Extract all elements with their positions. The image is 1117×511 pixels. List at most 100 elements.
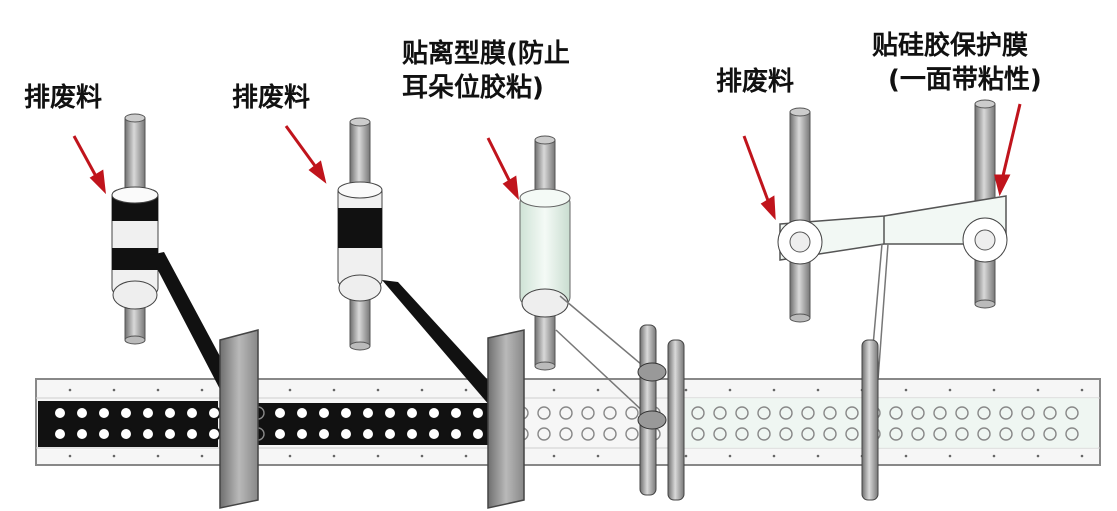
strip-hole xyxy=(53,406,67,420)
strip-hole xyxy=(471,427,485,441)
strip-hole xyxy=(1065,406,1079,420)
arrow-icon-2 xyxy=(284,125,327,184)
strip-hole xyxy=(691,427,705,441)
strip-hole xyxy=(559,427,573,441)
strip-hole xyxy=(625,427,639,441)
release-film-roller xyxy=(519,135,571,371)
strip-mark xyxy=(772,388,776,392)
strip-mark xyxy=(948,388,952,392)
strip-hole xyxy=(317,427,331,441)
strip-mark xyxy=(464,454,468,458)
strip-hole xyxy=(361,406,375,420)
strip-mark xyxy=(288,388,292,392)
strip-hole xyxy=(735,427,749,441)
strip-mark xyxy=(332,454,336,458)
strip-mark xyxy=(376,454,380,458)
strip-hole xyxy=(1043,427,1057,441)
strip-hole xyxy=(75,427,89,441)
strip-mark xyxy=(332,388,336,392)
strip-mark xyxy=(68,454,72,458)
strip-hole xyxy=(185,406,199,420)
strip-hole xyxy=(801,427,815,441)
strip-hole xyxy=(383,427,397,441)
strip-hole xyxy=(911,427,925,441)
arrows xyxy=(72,103,1022,221)
strip-hole xyxy=(625,406,639,420)
strip-mark xyxy=(816,454,820,458)
strip-hole xyxy=(845,406,859,420)
strip-hole xyxy=(427,406,441,420)
strip-hole xyxy=(713,406,727,420)
strip-hole xyxy=(405,427,419,441)
strip-mark xyxy=(596,388,600,392)
guide-rollers-3 xyxy=(637,324,685,501)
label-waste-1: 排废料 xyxy=(24,83,103,113)
strip-hole xyxy=(779,427,793,441)
strip-hole xyxy=(383,406,397,420)
strip-hole xyxy=(581,406,595,420)
strip-hole xyxy=(141,427,155,441)
strip-mark xyxy=(420,454,424,458)
strip-hole xyxy=(119,406,133,420)
strip-hole xyxy=(933,427,947,441)
strip-hole xyxy=(537,427,551,441)
strip-hole xyxy=(955,406,969,420)
strip-hole xyxy=(97,406,111,420)
strip-mark xyxy=(728,454,732,458)
strip-hole xyxy=(845,427,859,441)
strip-hole xyxy=(823,427,837,441)
waste-roller-1 xyxy=(111,113,159,345)
strip-mark xyxy=(992,454,996,458)
strip-hole xyxy=(405,406,419,420)
label-silicone-film-line1: 贴硅胶保护膜 xyxy=(872,31,1029,61)
strip-mark xyxy=(112,454,116,458)
strip-mark xyxy=(68,388,72,392)
strip-mark xyxy=(288,454,292,458)
strip-mark xyxy=(948,454,952,458)
label-waste-2: 排废料 xyxy=(232,83,311,113)
strip-hole xyxy=(581,427,595,441)
strip-hole xyxy=(207,406,221,420)
strip-hole xyxy=(427,427,441,441)
waste-roller-3 xyxy=(789,107,811,323)
strip-mark xyxy=(200,454,204,458)
strip-hole xyxy=(977,406,991,420)
strip-hole xyxy=(163,406,177,420)
strip-hole xyxy=(735,406,749,420)
strip-hole xyxy=(185,427,199,441)
strip-mark xyxy=(684,454,688,458)
strip-hole xyxy=(801,406,815,420)
strip-mark xyxy=(1036,454,1040,458)
strip-hole xyxy=(273,427,287,441)
waste-web-2 xyxy=(382,280,520,420)
blade-2 xyxy=(487,329,525,509)
strip-mark xyxy=(904,454,908,458)
strip-hole xyxy=(75,406,89,420)
strip-hole xyxy=(449,406,463,420)
strip-hole xyxy=(823,406,837,420)
strip-mark xyxy=(464,388,468,392)
strip-mark xyxy=(596,454,600,458)
strip-mark xyxy=(684,388,688,392)
strip-hole xyxy=(537,406,551,420)
strip-hole xyxy=(97,427,111,441)
strip-hole xyxy=(779,406,793,420)
strip-hole xyxy=(999,427,1013,441)
label-release-film-line2: 耳朵位胶粘) xyxy=(402,73,544,103)
strip-hole xyxy=(999,406,1013,420)
strip-hole xyxy=(977,427,991,441)
strip-hole xyxy=(1065,427,1079,441)
strip-hole xyxy=(603,406,617,420)
strip-hole xyxy=(1021,427,1035,441)
strip-hole xyxy=(295,427,309,441)
strip-mark xyxy=(1080,454,1084,458)
strip-mark xyxy=(200,388,204,392)
label-silicone-film-line2: (一面带粘性) xyxy=(888,65,1042,95)
arrow-icon-4 xyxy=(742,135,776,221)
strip-hole xyxy=(339,406,353,420)
label-waste-3: 排废料 xyxy=(716,67,795,97)
arrow-icon-5 xyxy=(994,103,1022,197)
strip-mark xyxy=(1080,388,1084,392)
strip-mark xyxy=(552,454,556,458)
